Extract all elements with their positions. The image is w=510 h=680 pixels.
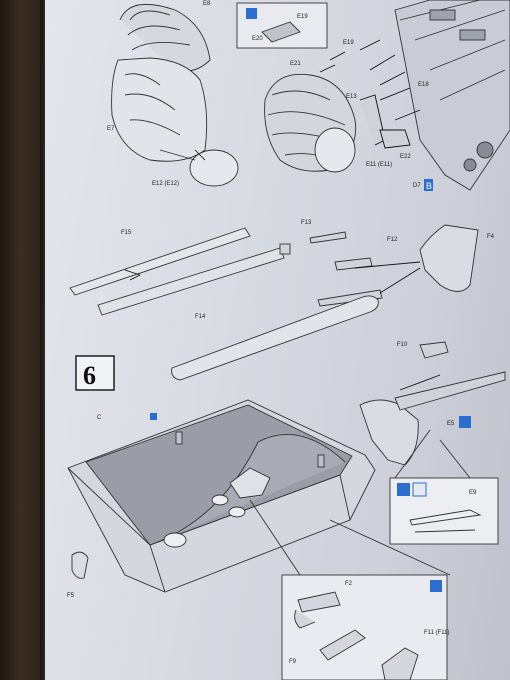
label-f13: F13 [301, 220, 312, 226]
label-c: C [97, 415, 102, 421]
step-number: 6 [83, 361, 96, 390]
label-f4: F4 [487, 234, 495, 240]
hull-tub [67, 399, 376, 593]
label-f9: F9 [289, 659, 297, 665]
label-e19b: E19 [343, 40, 354, 46]
label-e21: E21 [290, 61, 301, 67]
label-e8: E8 [203, 1, 211, 7]
part-f5-shape [71, 551, 89, 579]
label-e11: E11 (E11) [366, 162, 392, 168]
fuel-drum-assembly-right [264, 73, 357, 173]
label-e9: E9 [469, 490, 477, 496]
label-f10: F10 [397, 342, 408, 348]
label-f11: F11 (F11) [424, 630, 449, 636]
label-b: B [426, 181, 432, 191]
label-e20: E20 [252, 36, 263, 42]
hull-rear-corner [394, 0, 510, 191]
label-e5: E5 [447, 421, 455, 427]
label-f12: F12 [387, 237, 398, 243]
barrel-rods [69, 224, 479, 381]
step-number-box [75, 355, 115, 391]
label-e12: E12 (E12) [152, 181, 179, 187]
label-e22: E22 [400, 154, 411, 160]
label-e13: E13 [346, 94, 357, 100]
instruction-icons [150, 8, 471, 592]
label-e19: E19 [297, 14, 308, 20]
label-d7: D7 [413, 183, 421, 189]
label-e7: E7 [107, 126, 115, 132]
label-f5: F5 [67, 593, 75, 599]
gun-mount-arm [359, 341, 506, 466]
detail-inset-bottom [281, 574, 448, 680]
label-f14: F14 [195, 314, 206, 320]
fuel-drum-assembly-left [111, 3, 239, 187]
label-e18: E18 [418, 82, 429, 88]
label-f15: F15 [121, 230, 132, 236]
label-f2: F2 [345, 581, 353, 587]
